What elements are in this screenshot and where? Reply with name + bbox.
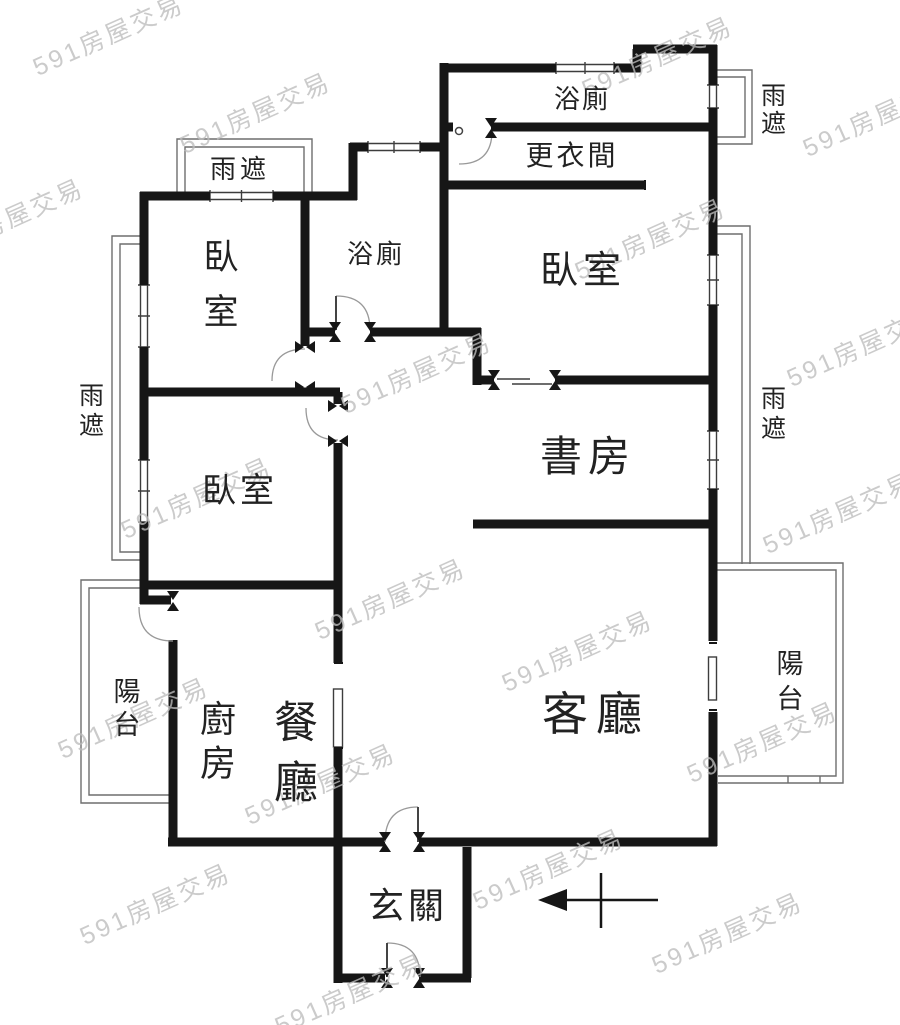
- room-label-dressing: 更衣間: [525, 141, 619, 172]
- wall-lines: [139, 44, 718, 983]
- room-label-foyer: 玄關: [367, 886, 449, 926]
- room-label-bedroom-sw: 臥室: [202, 473, 278, 510]
- room-label-bath-top: 浴廁: [553, 85, 611, 114]
- canopy-label-right: 雨遮: [757, 385, 785, 445]
- door-arcs: [138, 130, 493, 978]
- room-label-bath-mid: 浴廁: [346, 240, 406, 269]
- room-label-balcony-right: 陽台: [772, 649, 803, 719]
- wall-end-caps: [334, 180, 717, 749]
- canopy-label-top-right: 雨遮: [757, 82, 785, 138]
- room-label-living: 客廳: [542, 689, 650, 740]
- room-label-study: 書房: [539, 435, 637, 481]
- room-label-bedroom-nw: 臥室: [198, 238, 238, 348]
- canopy-label-top-left: 雨遮: [209, 155, 271, 184]
- room-label-dining: 餐廳: [267, 699, 316, 819]
- canopy-and-balcony-outlines: [80, 69, 844, 804]
- direction-arrow-icon: [538, 873, 658, 928]
- room-label-balcony-left: 陽台: [109, 677, 140, 743]
- room-label-bedroom-ne: 臥室: [539, 250, 627, 292]
- window-symbols: [138, 62, 719, 748]
- room-label-kitchen: 廚房: [195, 700, 235, 788]
- canopy-label-left: 雨遮: [75, 382, 103, 442]
- door-posts: [167, 118, 561, 988]
